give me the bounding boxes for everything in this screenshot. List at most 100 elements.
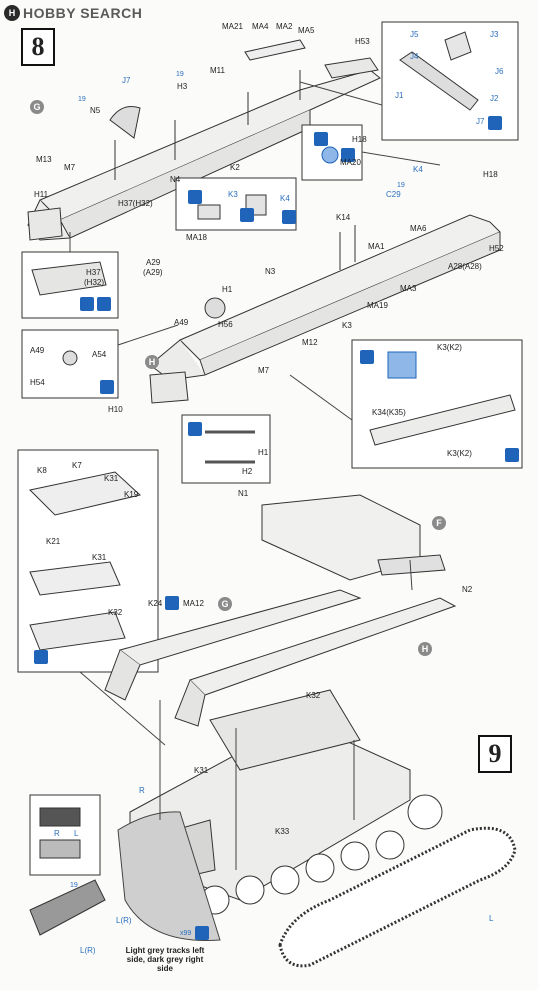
reference-number: 19 <box>78 96 86 103</box>
glue-icon <box>314 132 328 146</box>
option-quantity: x99 <box>180 930 192 937</box>
hobby-search-logo: H <box>4 5 20 21</box>
part-label: H10 <box>108 405 123 414</box>
part-label: H1 <box>222 285 233 294</box>
part-label: K32 <box>108 608 123 617</box>
part-label: J2 <box>490 94 499 103</box>
part-label: M11 <box>210 66 225 75</box>
part-label: N5 <box>90 106 101 115</box>
part-label: MA12 <box>183 599 204 608</box>
option-icon <box>165 596 179 610</box>
part-label: MA2 <box>276 22 293 31</box>
part-label: J7 <box>476 117 485 126</box>
part-label: MA19 <box>367 301 388 310</box>
part-label: A49 <box>30 346 45 355</box>
part-label: J4 <box>410 52 419 61</box>
part-label: H11 <box>34 190 49 199</box>
part-label: H52 <box>489 244 504 253</box>
glue-icon <box>188 422 202 436</box>
part-label: H56 <box>218 320 233 329</box>
part-label: A28(A28) <box>448 262 482 271</box>
part-label: M13 <box>36 155 52 164</box>
step-8-label: 8 <box>21 28 55 66</box>
part-label: MA5 <box>298 26 315 35</box>
option-icon <box>341 148 355 162</box>
part-label: C29 <box>386 190 401 199</box>
glue-icon <box>188 190 202 204</box>
part-label: J5 <box>410 30 419 39</box>
part-label: MA1 <box>368 242 385 251</box>
part-label: K21 <box>46 537 61 546</box>
marker-h: H <box>145 355 159 369</box>
part-label: N4 <box>170 175 181 184</box>
glue-icon <box>195 926 209 940</box>
option-icon <box>505 448 519 462</box>
marker-h: H <box>418 642 432 656</box>
step-9-label: 9 <box>478 735 512 773</box>
part-label: K4 <box>413 165 423 174</box>
part-label: H2 <box>242 467 253 476</box>
marker-f: F <box>432 516 446 530</box>
part-label: J6 <box>495 67 504 76</box>
part-label: L(R) <box>116 916 132 925</box>
track-note: Light grey tracks left side, dark grey r… <box>125 946 205 973</box>
part-label: M7 <box>258 366 270 375</box>
glue-icon <box>360 350 374 364</box>
glue-icon <box>100 380 114 394</box>
part-label: K24 <box>148 599 163 608</box>
part-label: K31 <box>194 766 209 775</box>
part-label: N2 <box>462 585 473 594</box>
glue-icon <box>34 650 48 664</box>
part-label: (A29) <box>143 268 163 277</box>
part-label: H37 <box>86 268 101 277</box>
part-label: A29 <box>146 258 161 267</box>
watermark: H HOBBY SEARCH <box>4 4 142 22</box>
glue-icon <box>97 297 111 311</box>
part-label: L(R) <box>80 946 96 955</box>
part-label: H53 <box>355 37 370 46</box>
part-label: R <box>139 786 145 795</box>
marker-g: G <box>30 100 44 114</box>
part-label: L <box>489 914 494 923</box>
reference-number: 19 <box>70 882 78 889</box>
part-label: M7 <box>64 163 76 172</box>
part-label: K7 <box>72 461 82 470</box>
part-label: MA20 <box>340 158 361 167</box>
part-label: H18 <box>352 135 367 144</box>
part-label: R <box>54 829 60 838</box>
part-label: K32 <box>306 691 321 700</box>
glue-icon <box>282 210 296 224</box>
part-label: H37(H32) <box>118 199 153 208</box>
part-label: H1 <box>258 448 269 457</box>
part-label: MA18 <box>186 233 207 242</box>
part-label: M12 <box>302 338 318 347</box>
marker-g: G <box>218 597 232 611</box>
part-label: K4 <box>280 194 290 203</box>
part-label: MA21 <box>222 22 243 31</box>
glue-icon <box>488 116 502 130</box>
part-label: K33 <box>275 827 290 836</box>
part-label: K3 <box>228 190 238 199</box>
part-label: A54 <box>92 350 107 359</box>
part-label: K8 <box>37 466 47 475</box>
part-label: A49 <box>174 318 189 327</box>
reference-number: 19 <box>397 182 405 189</box>
part-label: K3(K2) <box>447 449 472 458</box>
reference-number: 19 <box>176 71 184 78</box>
part-label: MA3 <box>400 284 417 293</box>
part-label: J1 <box>395 91 404 100</box>
part-label: N1 <box>238 489 249 498</box>
part-label: K19 <box>124 490 139 499</box>
watermark-text: HOBBY SEARCH <box>23 5 143 21</box>
part-label: J3 <box>490 30 499 39</box>
part-label: J7 <box>122 76 131 85</box>
part-label: H18 <box>483 170 498 179</box>
part-label: K3 <box>342 321 352 330</box>
part-label: K34(K35) <box>372 408 406 417</box>
part-label: K31 <box>104 474 119 483</box>
option-icon <box>240 208 254 222</box>
part-label: H3 <box>177 82 188 91</box>
part-label: (H32) <box>84 278 105 287</box>
